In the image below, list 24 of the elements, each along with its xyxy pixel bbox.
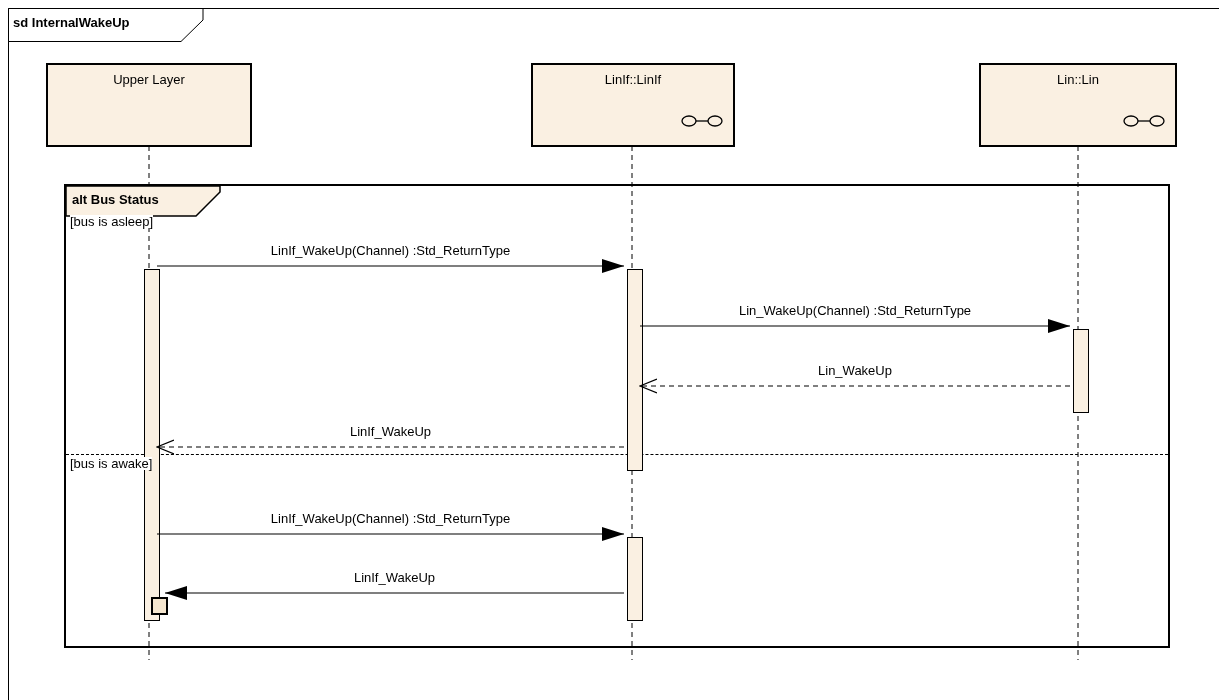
message-label: LinIf_WakeUp(Channel) :Std_ReturnType (268, 244, 513, 257)
activation-bar (1073, 329, 1089, 413)
return-arrow (639, 378, 1071, 394)
lifeline-head (46, 63, 252, 147)
message-arrow (639, 319, 1071, 333)
participant-name: Upper Layer (112, 73, 186, 86)
participant-name: Lin::Lin (1056, 73, 1100, 86)
activation-bar (627, 269, 643, 471)
activation-bar (627, 537, 643, 621)
message-label: Lin_WakeUp (816, 364, 894, 377)
sequence-frame (8, 8, 1219, 700)
activation-box (151, 597, 168, 615)
message-arrow (156, 527, 625, 541)
message-label: LinIf_WakeUp(Channel) :Std_ReturnType (268, 512, 513, 525)
lifeline-head (979, 63, 1177, 147)
frame-title: sd InternalWakeUp (13, 16, 130, 29)
message-arrow (164, 586, 625, 600)
guard-condition: [bus is awake] (70, 457, 153, 470)
fragment-title: alt Bus Status (72, 193, 159, 206)
participant-name: LinIf::LinIf (603, 73, 663, 86)
message-arrow (156, 259, 625, 273)
lifeline-head (531, 63, 735, 147)
guard-condition: [bus is asleep] (70, 215, 154, 228)
return-arrow (156, 439, 625, 455)
